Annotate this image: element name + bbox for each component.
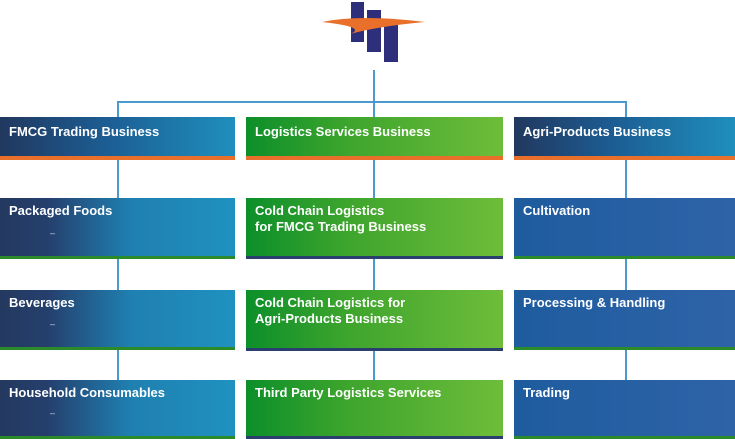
cold-chain-fmcg-label: Cold Chain Logistics for FMCG Trading Bu…: [255, 203, 427, 234]
connector-col3-b: [625, 259, 627, 290]
trading-box: Trading: [514, 380, 735, 439]
processing-handling-label: Processing & Handling: [523, 295, 666, 310]
cold-chain-fmcg-box: Cold Chain Logistics for FMCG Trading Bu…: [246, 198, 503, 259]
dash-mark: –: [50, 319, 56, 329]
cultivation-label: Cultivation: [523, 203, 591, 218]
connector-trunk: [373, 70, 375, 102]
cold-chain-agri-box: Cold Chain Logistics for Agri-Products B…: [246, 290, 503, 351]
trading-label: Trading: [523, 385, 570, 400]
connector-col3-c: [625, 350, 627, 380]
company-logo: [322, 2, 425, 62]
cold-chain-agri-label: Cold Chain Logistics for Agri-Products B…: [255, 295, 406, 326]
connector-col1-b: [117, 259, 119, 290]
agri-header-box: Agri-Products Business: [514, 117, 735, 160]
packaged-foods-box: Packaged Foods –: [0, 198, 235, 259]
cultivation-box: Cultivation: [514, 198, 735, 259]
connector-col2-c: [373, 350, 375, 380]
agri-header-label: Agri-Products Business: [523, 124, 672, 139]
connector-col2-top: [373, 101, 375, 117]
packaged-foods-label: Packaged Foods: [9, 203, 113, 218]
beverages-label: Beverages: [9, 295, 75, 310]
connector-col3-top: [625, 101, 627, 117]
processing-handling-box: Processing & Handling: [514, 290, 735, 350]
connector-col1-a: [117, 160, 119, 198]
logistics-header-box: Logistics Services Business: [246, 117, 503, 160]
connector-col3-a: [625, 160, 627, 198]
connector-horizontal: [117, 101, 627, 103]
fmcg-header-label: FMCG Trading Business: [9, 124, 160, 139]
third-party-logistics-label: Third Party Logistics Services: [255, 385, 442, 400]
connector-col2-a: [373, 160, 375, 198]
household-consumables-label: Household Consumables: [9, 385, 166, 400]
beverages-box: Beverages –: [0, 290, 235, 350]
connector-col1-c: [117, 350, 119, 380]
dash-mark: –: [50, 408, 56, 418]
third-party-logistics-box: Third Party Logistics Services: [246, 380, 503, 439]
connector-col2-b: [373, 259, 375, 290]
logistics-header-label: Logistics Services Business: [255, 124, 431, 139]
fmcg-header-box: FMCG Trading Business: [0, 117, 235, 160]
dash-mark: –: [50, 228, 56, 238]
connector-col1-top: [117, 101, 119, 117]
household-consumables-box: Household Consumables –: [0, 380, 235, 439]
